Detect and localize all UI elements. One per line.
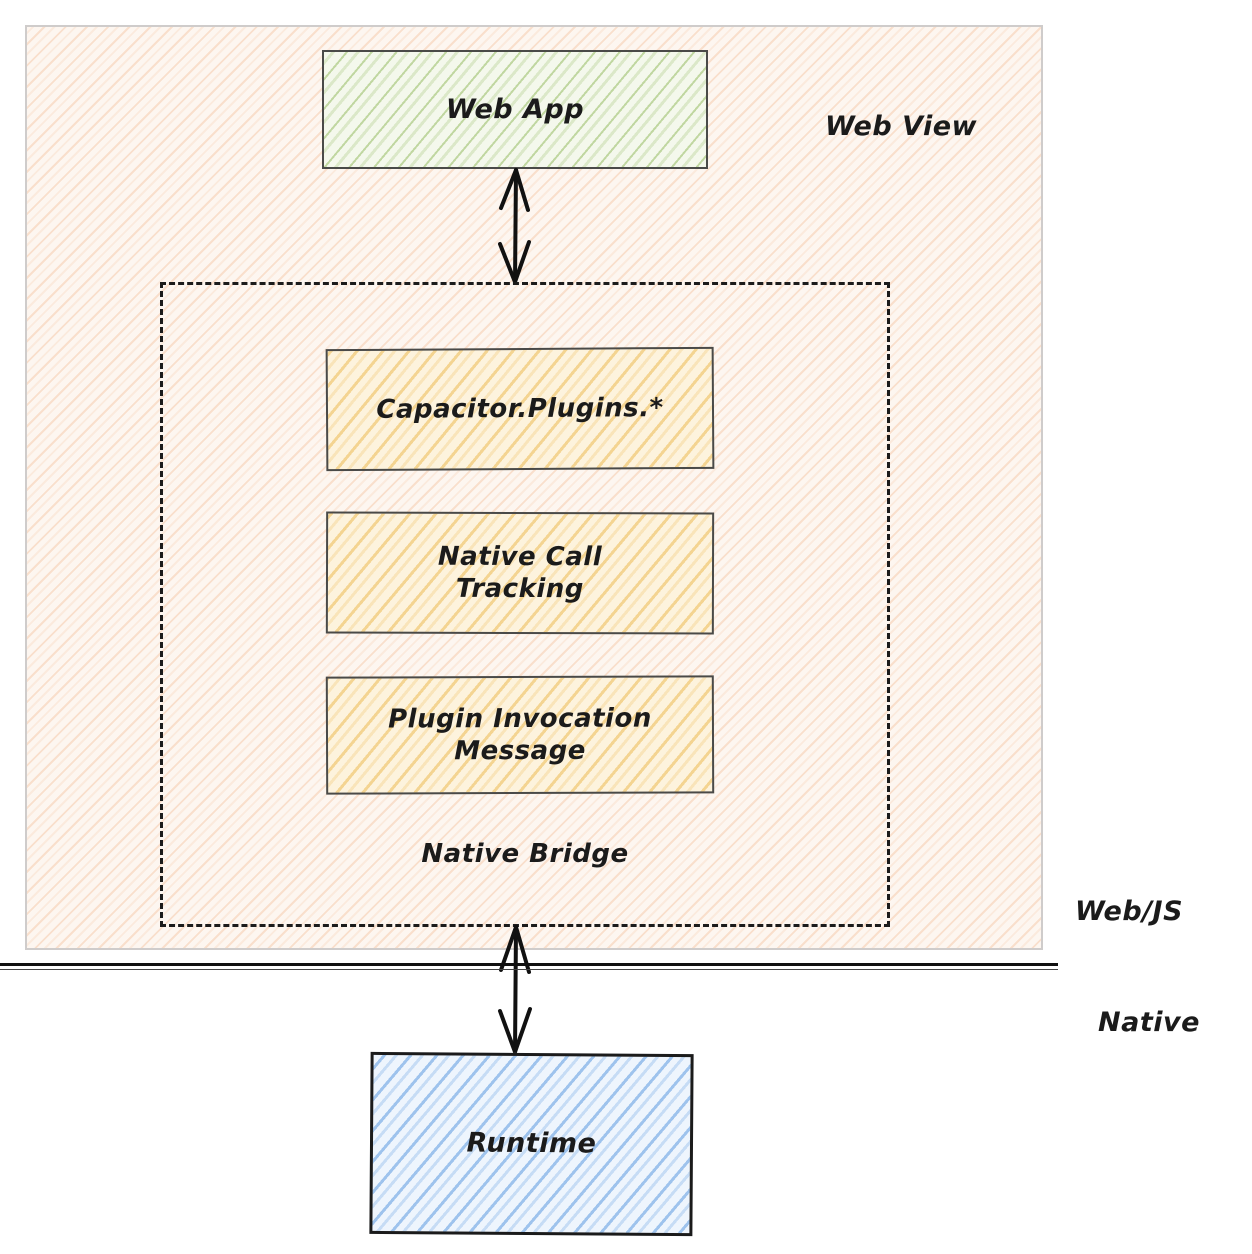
bridge-box-plugin-invocation-message[interactable]: Plugin Invocation Message — [325, 675, 715, 795]
runtime-label: Runtime — [466, 1127, 597, 1160]
bridge-box-native-call-tracking[interactable]: Native Call Tracking — [325, 511, 715, 635]
bridge-box-capacitor-plugins[interactable]: Capacitor.Plugins.* — [325, 346, 715, 472]
webview-container — [25, 25, 1043, 950]
layer-label-webjs: Web/JS — [1075, 896, 1184, 927]
bridge-box-label: Plugin Invocation Message — [388, 703, 652, 767]
native-bridge-label: Native Bridge — [421, 839, 629, 869]
webview-label: Web View — [824, 111, 978, 142]
web-native-divider-shadow — [0, 969, 1058, 970]
layer-label-native: Native — [1098, 1007, 1200, 1038]
web-native-divider — [0, 963, 1058, 966]
bridge-box-label: Capacitor.Plugins.* — [376, 392, 664, 425]
webapp-label: Web App — [445, 93, 585, 125]
runtime-box[interactable]: Runtime — [369, 1051, 694, 1237]
webapp-box[interactable]: Web App — [322, 50, 708, 169]
bridge-box-label: Native Call Tracking — [437, 541, 603, 605]
